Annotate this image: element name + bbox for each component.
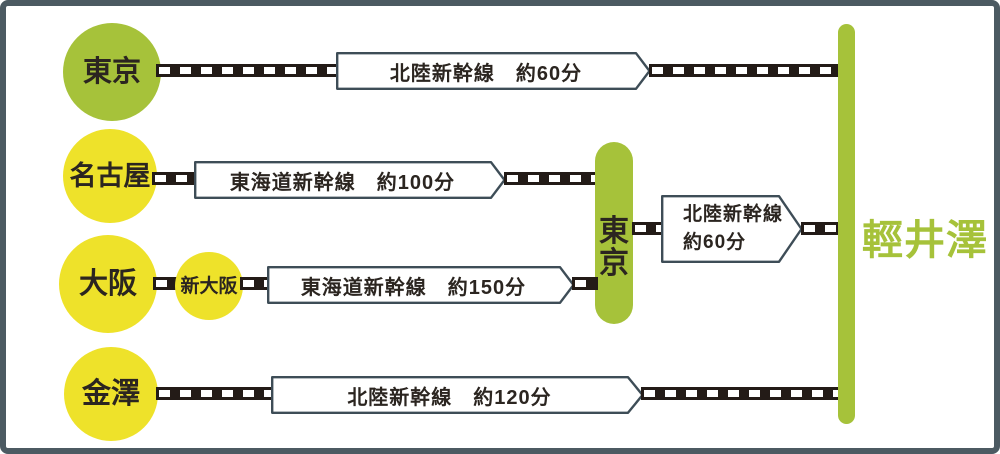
origin-nagoya-circle: 名古屋 <box>63 129 157 223</box>
origin-tokyo-label: 東京 <box>82 55 141 88</box>
route-box-shape <box>194 161 506 199</box>
route-box-kanazawa: 北陸新幹線 約120分 <box>271 376 644 414</box>
transfer-duration: 約60分 <box>683 232 747 253</box>
origin-tokyo-circle: 東京 <box>63 23 161 121</box>
track-box-to-karuizawa-1 <box>649 64 840 77</box>
track-kanazawa-to-box <box>156 387 274 400</box>
track-shinosaka-to-box <box>240 277 270 290</box>
track-hub-to-transfer-box <box>632 222 664 235</box>
route-box-shape <box>336 52 651 90</box>
route-box-shape <box>267 266 575 304</box>
origin-osaka-label: 大阪 <box>78 267 137 300</box>
track-box-to-karuizawa-2 <box>641 387 841 400</box>
route-box-kanazawa-label: 北陸新幹線 約120分 <box>347 386 552 409</box>
origin-kanazawa-circle: 金澤 <box>64 347 158 441</box>
track-osaka-to-shinosaka <box>153 277 178 290</box>
route-box-shape <box>661 195 803 263</box>
station-shinosaka-circle: 新大阪 <box>175 252 243 320</box>
route-box-transfer-label: 北陸新幹線 約60分 <box>661 195 782 263</box>
destination-karuizawa-bar <box>838 24 855 424</box>
origin-kanazawa-label: 金澤 <box>81 377 140 410</box>
route-box-osaka: 東海道新幹線 約150分 <box>267 266 575 304</box>
route-box-tokyo-direct: 北陸新幹線 約60分 <box>336 52 651 90</box>
track-nagoya-to-box <box>152 172 198 185</box>
track-tokyo-to-box <box>156 64 339 77</box>
route-box-osaka-label: 東海道新幹線 約150分 <box>300 276 527 299</box>
origin-nagoya-label: 名古屋 <box>69 160 151 191</box>
track-box-to-hub-2 <box>572 277 598 290</box>
route-box-transfer: 北陸新幹線 約60分 <box>661 195 803 263</box>
route-box-shape <box>271 376 644 414</box>
transfer-line-name: 北陸新幹線 <box>683 204 784 226</box>
station-shinosaka-label: 新大阪 <box>180 275 238 297</box>
route-box-nagoya-label: 東海道新幹線 約100分 <box>229 171 456 194</box>
hub-tokyo-label: 東京 <box>599 215 629 280</box>
route-box-nagoya: 東海道新幹線 約100分 <box>194 161 506 199</box>
hub-tokyo-bar: 東京 <box>595 142 633 324</box>
track-transfer-to-karuizawa <box>801 222 841 235</box>
route-box-tokyo-direct-label: 北陸新幹線 約60分 <box>389 62 583 85</box>
origin-osaka-circle: 大阪 <box>59 235 157 333</box>
destination-karuizawa-label: 輕井澤 <box>862 217 988 263</box>
track-box-to-hub-1 <box>504 172 598 185</box>
